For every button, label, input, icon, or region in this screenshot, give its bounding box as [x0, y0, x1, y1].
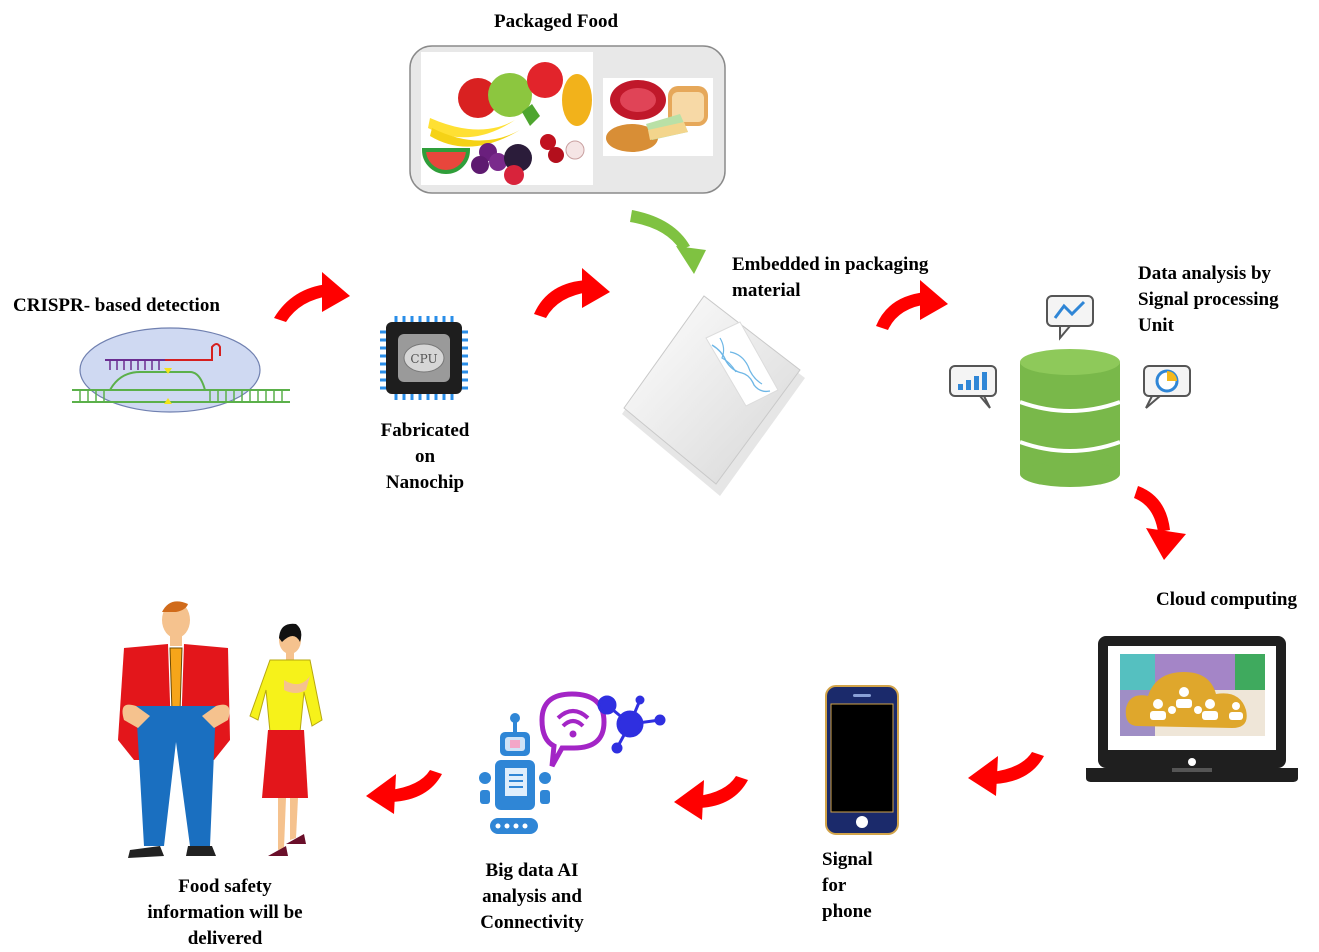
label-signal-phone: Signal for phone: [822, 847, 873, 925]
bar-chart-bubble-icon: [949, 365, 997, 409]
line-chart-bubble-icon: [1046, 295, 1094, 341]
label-line: on: [414, 446, 436, 467]
label-cloud-computing: Cloud computing: [1156, 589, 1297, 610]
pie-chart-bubble-icon: [1143, 365, 1191, 409]
ai-robot-icon: [479, 713, 551, 834]
woman-icon: [249, 623, 323, 856]
label-big-data-ai: Big data AI analysis and Connectivity: [452, 858, 612, 936]
database-icon: [1019, 349, 1121, 487]
sensor-packaging-icon: [622, 295, 805, 496]
chip-label: CPU: [410, 352, 437, 366]
arrow-food-to-packaging: [630, 210, 706, 274]
label-food-safety: Food safety information will be delivere…: [120, 874, 330, 952]
label-line: phone: [822, 901, 872, 922]
label-line: Signal processing: [1138, 289, 1279, 310]
label-line: Food safety: [178, 876, 272, 897]
wifi-bubble-icon: [539, 691, 607, 768]
label-line: Data analysis by: [1138, 263, 1272, 284]
label-line: Connectivity: [480, 912, 584, 933]
label-packaged-food: Packaged Food: [494, 11, 619, 32]
crispr-dna-icon: [72, 327, 290, 413]
fruit-basket-icon: [421, 52, 593, 185]
label-line: Fabricated: [380, 420, 470, 441]
arrow-analysis-to-cloud: [1134, 486, 1186, 560]
label-line: Embedded in packaging: [732, 254, 929, 275]
cpu-chip-icon: CPU: [380, 316, 468, 400]
label-line: material: [732, 280, 801, 301]
label-line: Signal: [822, 849, 873, 870]
label-line: Big data AI: [485, 860, 579, 881]
meat-bread-icon: [603, 78, 713, 156]
label-line: Nanochip: [385, 472, 465, 493]
label-embedded-packaging: Embedded in packaging material: [732, 252, 928, 304]
label-line: delivered: [187, 928, 263, 949]
arrow-phone-to-ai: [674, 776, 748, 820]
label-line: for: [822, 875, 847, 896]
label-fabricated-nanochip: Fabricated on Nanochip: [360, 418, 490, 496]
arrow-packaging-to-analysis: [876, 280, 948, 330]
smartphone-icon: [825, 685, 899, 835]
laptop-cloud-icon: [1086, 636, 1298, 782]
arrow-chip-to-packaging: [534, 268, 610, 318]
arrow-crispr-to-chip: [274, 272, 350, 322]
label-data-analysis: Data analysis by Signal processing Unit: [1138, 261, 1279, 339]
man-icon: [118, 601, 230, 858]
label-line: analysis and: [482, 886, 582, 907]
arrow-ai-to-people: [366, 770, 442, 814]
label-crispr-detection: CRISPR- based detection: [13, 295, 220, 316]
label-line: information will be: [147, 902, 303, 923]
arrow-cloud-to-phone: [968, 752, 1044, 796]
packaged-food-box: [409, 45, 726, 194]
label-line: Unit: [1138, 315, 1174, 336]
network-nodes-icon: [597, 695, 666, 754]
